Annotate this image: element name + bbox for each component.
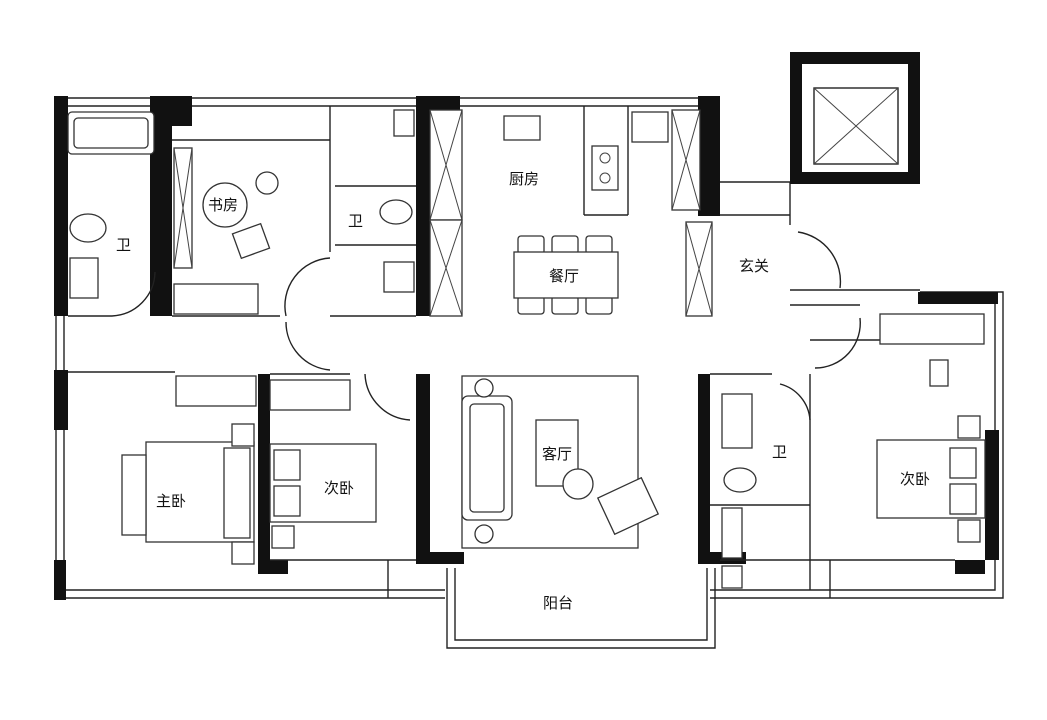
elevator-shaft: [790, 52, 920, 184]
dining-table: [513, 235, 619, 315]
room-label-balcony: 阳台: [543, 594, 573, 612]
room-label-entrance: 玄关: [739, 257, 769, 275]
room-label-second-bedroom-right: 次卧: [900, 470, 930, 488]
room-label-dining: 餐厅: [549, 267, 579, 285]
master-bedroom-furniture: [121, 375, 257, 565]
room-label-kitchen: 厨房: [509, 170, 539, 188]
doors: [111, 231, 861, 421]
bathroom-right-fixtures: [721, 393, 757, 589]
kitchen-fixtures: [429, 109, 701, 317]
bathroom-mid-fixtures: [379, 109, 415, 293]
room-label-bathroom-left: 卫: [116, 236, 131, 254]
room-label-master-bedroom: 主卧: [156, 492, 186, 510]
bathroom-left-fixtures: [67, 111, 155, 299]
entrance-cabinet: [685, 221, 713, 317]
second-bedroom-left-furniture: [269, 379, 377, 549]
interior-partitions: [68, 106, 955, 598]
room-label-bathroom-mid: 卫: [348, 212, 363, 230]
room-label-living-room: 客厅: [542, 445, 572, 463]
living-room-furniture: [461, 375, 660, 549]
room-label-study: 书房: [208, 196, 238, 214]
room-label-second-bedroom-left: 次卧: [324, 479, 354, 497]
room-labels: 卫 书房 卫 厨房 餐厅 玄关 主卧 次卧 客厅 卫 次卧 阳台: [116, 170, 930, 612]
second-bedroom-right-furniture: [876, 313, 986, 543]
study-furniture: [173, 147, 279, 315]
structural-walls: [54, 96, 999, 600]
room-label-bathroom-right: 卫: [772, 443, 787, 461]
